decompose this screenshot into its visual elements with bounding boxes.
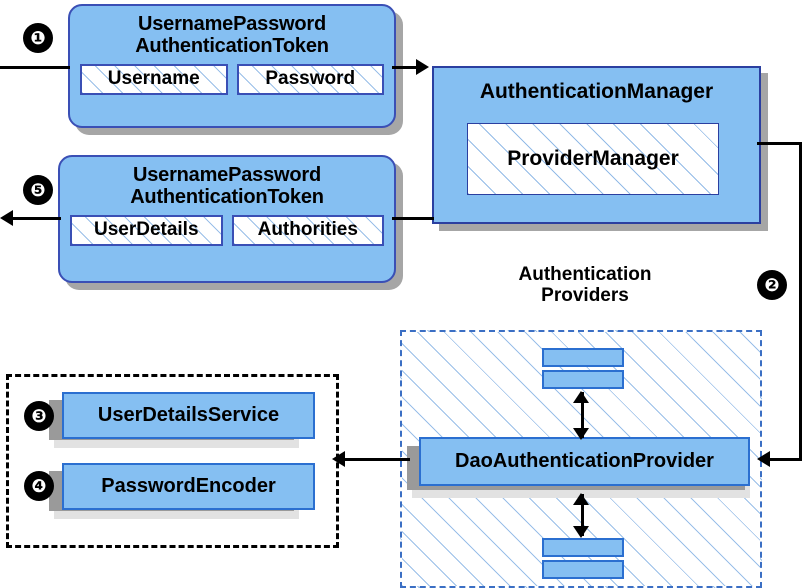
token-to-manager-line (392, 66, 424, 69)
provider-placeholder-bottom-2[interactable] (542, 560, 624, 579)
request-token-title: UsernamePassword AuthenticationToken (70, 6, 394, 58)
response-token-slot-userdetails[interactable]: UserDetails (70, 214, 223, 246)
step-marker-1: ❶ (24, 24, 52, 52)
authentication-providers-label: Authentication Providers (470, 264, 700, 307)
request-token-slots: Username Password (70, 58, 394, 104)
provider-placeholder-top-2[interactable] (542, 370, 624, 389)
request-token-title-line1: UsernamePassword (137, 13, 326, 35)
response-token-title: UsernamePassword AuthenticationToken (60, 157, 394, 209)
outbound-response-arrowhead (0, 210, 13, 226)
provider-link-bottom-line (581, 494, 584, 536)
provider-to-dependencies-line (338, 458, 410, 461)
user-details-service-bar[interactable]: UserDetailsService (62, 392, 315, 439)
token-to-manager-arrowhead (416, 59, 429, 75)
request-token-slot-username[interactable]: Username (80, 63, 228, 95)
provider-placeholder-top-1[interactable] (542, 348, 624, 367)
authentication-manager-panel[interactable]: AuthenticationManager ProviderManager (432, 66, 761, 224)
provider-manager-box[interactable]: ProviderManager (467, 123, 719, 195)
step-marker-5: ❺ (24, 176, 52, 204)
provider-link-top-arrow-down (573, 428, 589, 440)
step-marker-3: ❸ (25, 402, 53, 430)
request-token-card[interactable]: UsernamePassword AuthenticationToken Use… (68, 4, 396, 128)
outbound-response-line (3, 217, 61, 220)
response-token-card[interactable]: UsernamePassword AuthenticationToken Use… (58, 155, 396, 283)
password-encoder-bar[interactable]: PasswordEncoder (62, 463, 315, 510)
inbound-request-line (0, 66, 70, 69)
manager-to-provider-line-v (799, 142, 802, 459)
authentication-providers-label-line2: Providers (541, 285, 629, 307)
provider-to-dependencies-arrowhead (332, 451, 345, 467)
authentication-manager-title: AuthenticationManager (479, 80, 714, 103)
provider-link-top-arrow-up (573, 391, 589, 403)
authentication-providers-label-line1: Authentication (518, 264, 652, 285)
manager-to-response-token-line (392, 217, 434, 220)
response-token-slot-authorities[interactable]: Authorities (231, 214, 384, 246)
response-token-slots: UserDetails Authorities (60, 209, 394, 255)
dao-authentication-provider-bar[interactable]: DaoAuthenticationProvider (419, 437, 750, 486)
manager-to-provider-line-h2 (760, 458, 802, 461)
request-token-title-line2: AuthenticationToken (135, 35, 329, 58)
manager-to-provider-line-h1 (757, 142, 802, 145)
response-token-title-line1: UsernamePassword (132, 164, 321, 186)
provider-link-top-line (581, 392, 584, 438)
step-marker-2: ❷ (758, 271, 786, 299)
provider-placeholder-bottom-1[interactable] (542, 538, 624, 557)
provider-link-bottom-arrow-down (573, 526, 589, 538)
response-token-title-line2: AuthenticationToken (130, 186, 324, 209)
step-marker-4: ❹ (25, 472, 53, 500)
manager-to-provider-arrowhead (757, 451, 770, 467)
provider-link-bottom-arrow-up (573, 493, 589, 505)
request-token-slot-password[interactable]: Password (236, 63, 384, 95)
